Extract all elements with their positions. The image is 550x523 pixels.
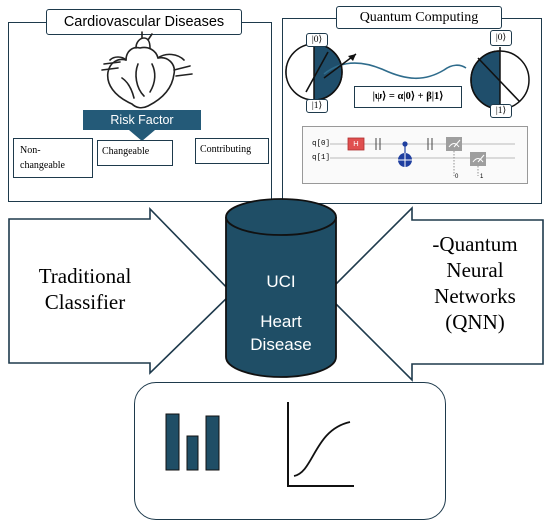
ket0-right: |0⟩ — [490, 30, 512, 46]
traditional-classifier-label: Traditional Classifier — [38, 264, 132, 314]
wire-label-q1: q[1] — [312, 154, 331, 162]
right-arrow-shape — [324, 206, 544, 382]
entanglement-wave — [323, 53, 467, 80]
database-cylinder-icon — [225, 198, 337, 378]
box-changeable: Changeable — [97, 140, 173, 166]
box-contributing: Contributing — [195, 138, 269, 164]
quantum-circuit — [302, 126, 528, 184]
measure-index-1: 1 — [480, 174, 484, 180]
ket1-left: |1⟩ — [306, 99, 328, 113]
cardio-title: Cardiovascular Diseases — [46, 9, 242, 35]
heart-icon — [101, 31, 193, 109]
wire-label-q0: q[0] — [312, 140, 331, 148]
h-gate-label: H — [353, 139, 359, 148]
state-formula: |ψ⟩ = α|0⟩ + β|1⟩ — [354, 86, 462, 108]
sigmoid-curve-icon — [287, 402, 354, 487]
box-nonchangeable: Non- changeable — [13, 138, 93, 178]
quantum-title: Quantum Computing — [336, 6, 502, 29]
risk-factor-bar: Risk Factor — [83, 110, 201, 130]
results-panel — [134, 382, 446, 520]
left-arrow-shape — [8, 207, 234, 375]
risk-arrow — [129, 130, 155, 141]
ket1-right: |1⟩ — [490, 104, 512, 118]
bar-chart-icon — [165, 413, 220, 471]
qnn-label: -Quantum Neural Networks (QNN) — [432, 232, 518, 334]
measure-index-0: 0 — [455, 174, 459, 180]
cylinder-line2: Heart Disease — [250, 312, 312, 354]
cylinder-line1: UCI — [266, 272, 296, 291]
circuit-wires — [330, 137, 515, 176]
ket0-left: |0⟩ — [306, 33, 328, 47]
